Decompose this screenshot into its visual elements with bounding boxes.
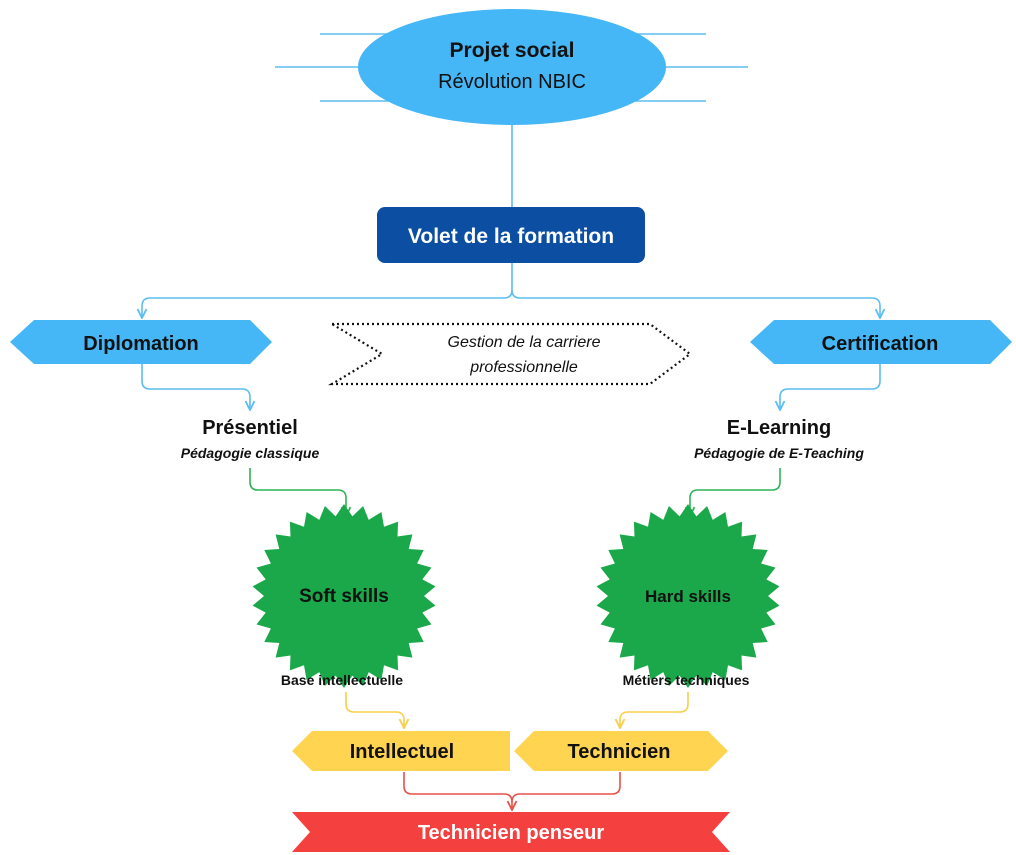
node-diplomation: Diplomation	[10, 320, 272, 364]
node-intellectuel: Intellectuel	[292, 731, 510, 771]
projet-social-title: Projet social	[450, 39, 575, 62]
connector-soft-intellectuel	[345, 692, 404, 728]
hard-skills-caption: Métiers techniques	[623, 672, 750, 688]
certification-label: Certification	[822, 333, 939, 355]
connector-hard-technicien	[620, 692, 689, 728]
node-projet-social: Projet social Révolution NBIC	[358, 9, 666, 125]
soft-skills-label: Soft skills	[299, 586, 389, 607]
connector-certification-elearning	[780, 364, 881, 410]
node-hard-skills: Hard skills Métiers techniques	[596, 504, 780, 688]
soft-skills-starburst	[252, 504, 436, 688]
presentiel-subtitle: Pédagogie classique	[181, 445, 320, 461]
node-technicien: Technicien	[514, 731, 728, 771]
node-presentiel: Présentiel Pédagogie classique	[181, 417, 320, 461]
elearning-title: E-Learning	[727, 417, 831, 439]
gestion-carriere-line1: Gestion de la carriere	[448, 334, 601, 351]
connector-volet-diplomation	[142, 262, 513, 318]
projet-social-subtitle: Révolution NBIC	[438, 71, 586, 93]
intellectuel-label: Intellectuel	[350, 741, 454, 763]
node-elearning: E-Learning Pédagogie de E-Teaching	[694, 417, 864, 461]
node-certification: Certification	[750, 320, 1012, 364]
diplomation-label: Diplomation	[83, 333, 199, 355]
elearning-subtitle: Pédagogie de E-Teaching	[694, 445, 864, 461]
connector-intellectuel-penseur	[403, 772, 512, 810]
hard-skills-label: Hard skills	[645, 587, 731, 606]
node-volet-formation: Volet de la formation	[377, 207, 645, 263]
technicien-penseur-label: Technicien penseur	[418, 822, 605, 844]
presentiel-title: Présentiel	[202, 417, 298, 439]
connector-volet-certification	[511, 289, 880, 318]
soft-skills-caption: Base intellectuelle	[281, 672, 403, 688]
connector-elearning-hardskills	[690, 468, 781, 516]
technicien-label: Technicien	[568, 741, 671, 763]
node-technicien-penseur: Technicien penseur	[292, 812, 730, 852]
gestion-carriere-line2: professionnelle	[469, 359, 578, 376]
volet-formation-label: Volet de la formation	[408, 225, 614, 248]
connector-diplomation-presentiel	[141, 364, 250, 410]
node-soft-skills: Soft skills Base intellectuelle	[252, 504, 436, 688]
hard-skills-starburst	[596, 504, 780, 688]
connector-presentiel-softskills	[249, 468, 346, 516]
connector-technicien-penseur	[511, 772, 621, 803]
node-gestion-carriere: Gestion de la carriere professionnelle	[328, 322, 692, 386]
